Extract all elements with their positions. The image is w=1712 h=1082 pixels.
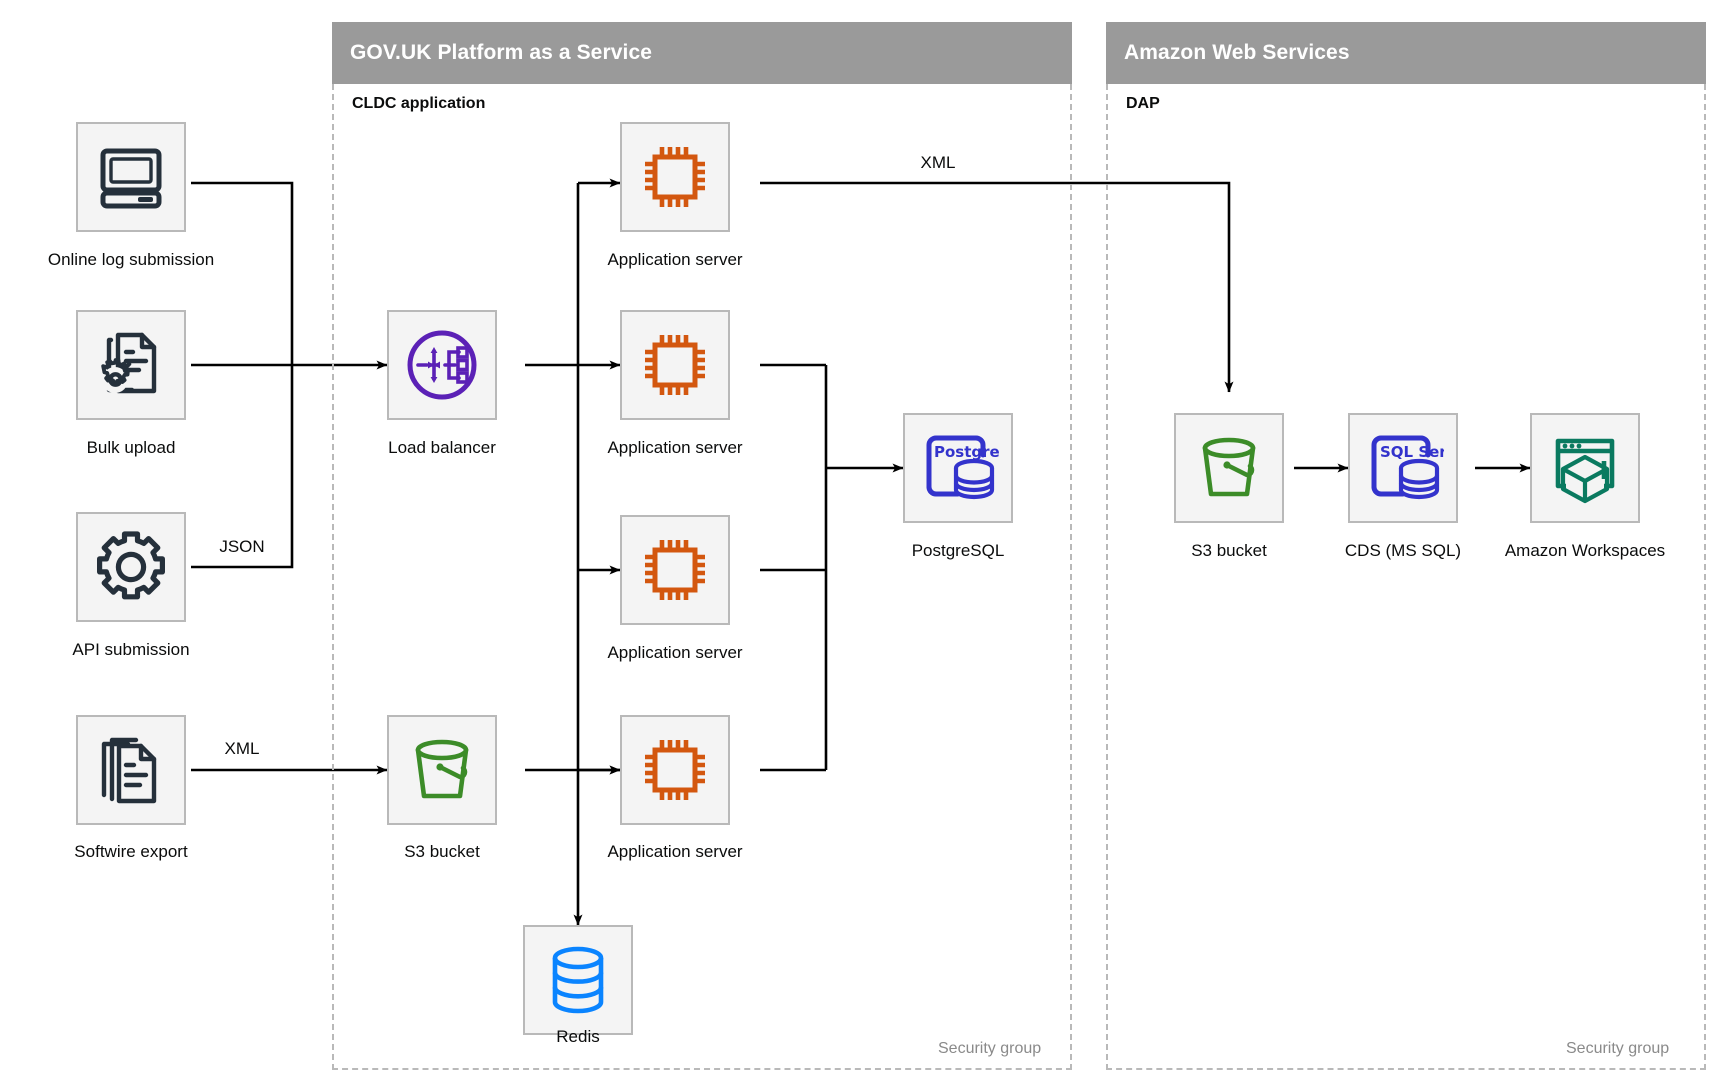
node-api-submission[interactable] — [76, 512, 186, 622]
group-body-aws — [1106, 84, 1706, 1070]
node-bulk-upload[interactable] — [76, 310, 186, 420]
node-app-server-2[interactable] — [620, 310, 730, 420]
security-group-label-paas: Security group — [938, 1040, 1042, 1057]
node-redis[interactable] — [523, 925, 633, 1035]
edge-label-json: JSON — [215, 537, 269, 557]
node-postgresql[interactable]: PostgreSQL — [903, 413, 1013, 523]
node-app-server-4[interactable] — [620, 715, 730, 825]
node-label-cds-ms-sql: CDS (MS SQL) — [1344, 541, 1462, 560]
node-softwire-export[interactable] — [76, 715, 186, 825]
node-app-server-3[interactable] — [620, 515, 730, 625]
document-gear-icon — [94, 328, 168, 402]
node-label-softwire-export: Softwire export — [74, 842, 188, 861]
edge-label-xml-transfer: XML — [916, 153, 960, 173]
node-label-bulk-upload: Bulk upload — [86, 438, 176, 457]
node-load-balancer[interactable] — [387, 310, 497, 420]
group-header-aws-title: Amazon Web Services — [1124, 41, 1350, 64]
node-s3-bucket-paas[interactable] — [387, 715, 497, 825]
load-balancer-icon — [403, 326, 481, 404]
gear-icon — [92, 528, 170, 606]
node-s3-bucket-aws[interactable] — [1174, 413, 1284, 523]
node-label-load-balancer: Load balancer — [388, 438, 496, 457]
node-label-s3-bucket-aws: S3 bucket — [1191, 541, 1267, 560]
desktop-computer-icon — [94, 140, 168, 214]
node-label-app-server-3: Application server — [607, 643, 743, 662]
security-group-label-aws: Security group — [1566, 1040, 1670, 1057]
node-label-amazon-workspaces: Amazon Workspaces — [1504, 541, 1666, 560]
group-subtitle-paas: CLDC application — [352, 95, 486, 112]
postgresql-database-icon: PostgreSQL — [917, 429, 999, 507]
bucket-icon — [1190, 429, 1268, 507]
node-online-log-submission[interactable] — [76, 122, 186, 232]
cpu-chip-icon — [638, 533, 712, 607]
edge-label-xml-source: XML — [220, 739, 264, 759]
group-header-aws: Amazon Web Services — [1106, 22, 1706, 84]
node-label-s3-bucket-paas: S3 bucket — [404, 842, 480, 861]
document-stack-icon — [94, 733, 168, 807]
group-subtitle-aws: DAP — [1126, 95, 1160, 112]
bucket-icon — [403, 731, 481, 809]
cpu-chip-icon — [638, 733, 712, 807]
group-header-paas-title: GOV.UK Platform as a Service — [350, 41, 652, 64]
node-label-postgresql: PostgreSQL — [911, 541, 1005, 560]
redis-database-icon — [545, 943, 611, 1017]
node-label-app-server-2: Application server — [607, 438, 743, 457]
node-label-redis: Redis — [556, 1027, 600, 1046]
node-label-online-log-submission: Online log submission — [47, 250, 215, 269]
node-label-app-server-4: Application server — [607, 842, 743, 861]
node-amazon-workspaces[interactable] — [1530, 413, 1640, 523]
svg-text:PostgreSQL: PostgreSQL — [934, 443, 999, 461]
cpu-chip-icon — [638, 328, 712, 402]
svg-text:SQL Server: SQL Server — [1380, 443, 1444, 461]
cpu-chip-icon — [638, 140, 712, 214]
group-header-paas: GOV.UK Platform as a Service — [332, 22, 1072, 84]
group-body-paas — [332, 84, 1072, 1070]
node-cds-ms-sql[interactable]: SQL Server — [1348, 413, 1458, 523]
workspaces-cube-icon — [1546, 431, 1624, 505]
node-label-api-submission: API submission — [72, 640, 190, 659]
node-label-app-server-1: Application server — [607, 250, 743, 269]
node-app-server-1[interactable] — [620, 122, 730, 232]
sql-server-database-icon: SQL Server — [1362, 429, 1444, 507]
